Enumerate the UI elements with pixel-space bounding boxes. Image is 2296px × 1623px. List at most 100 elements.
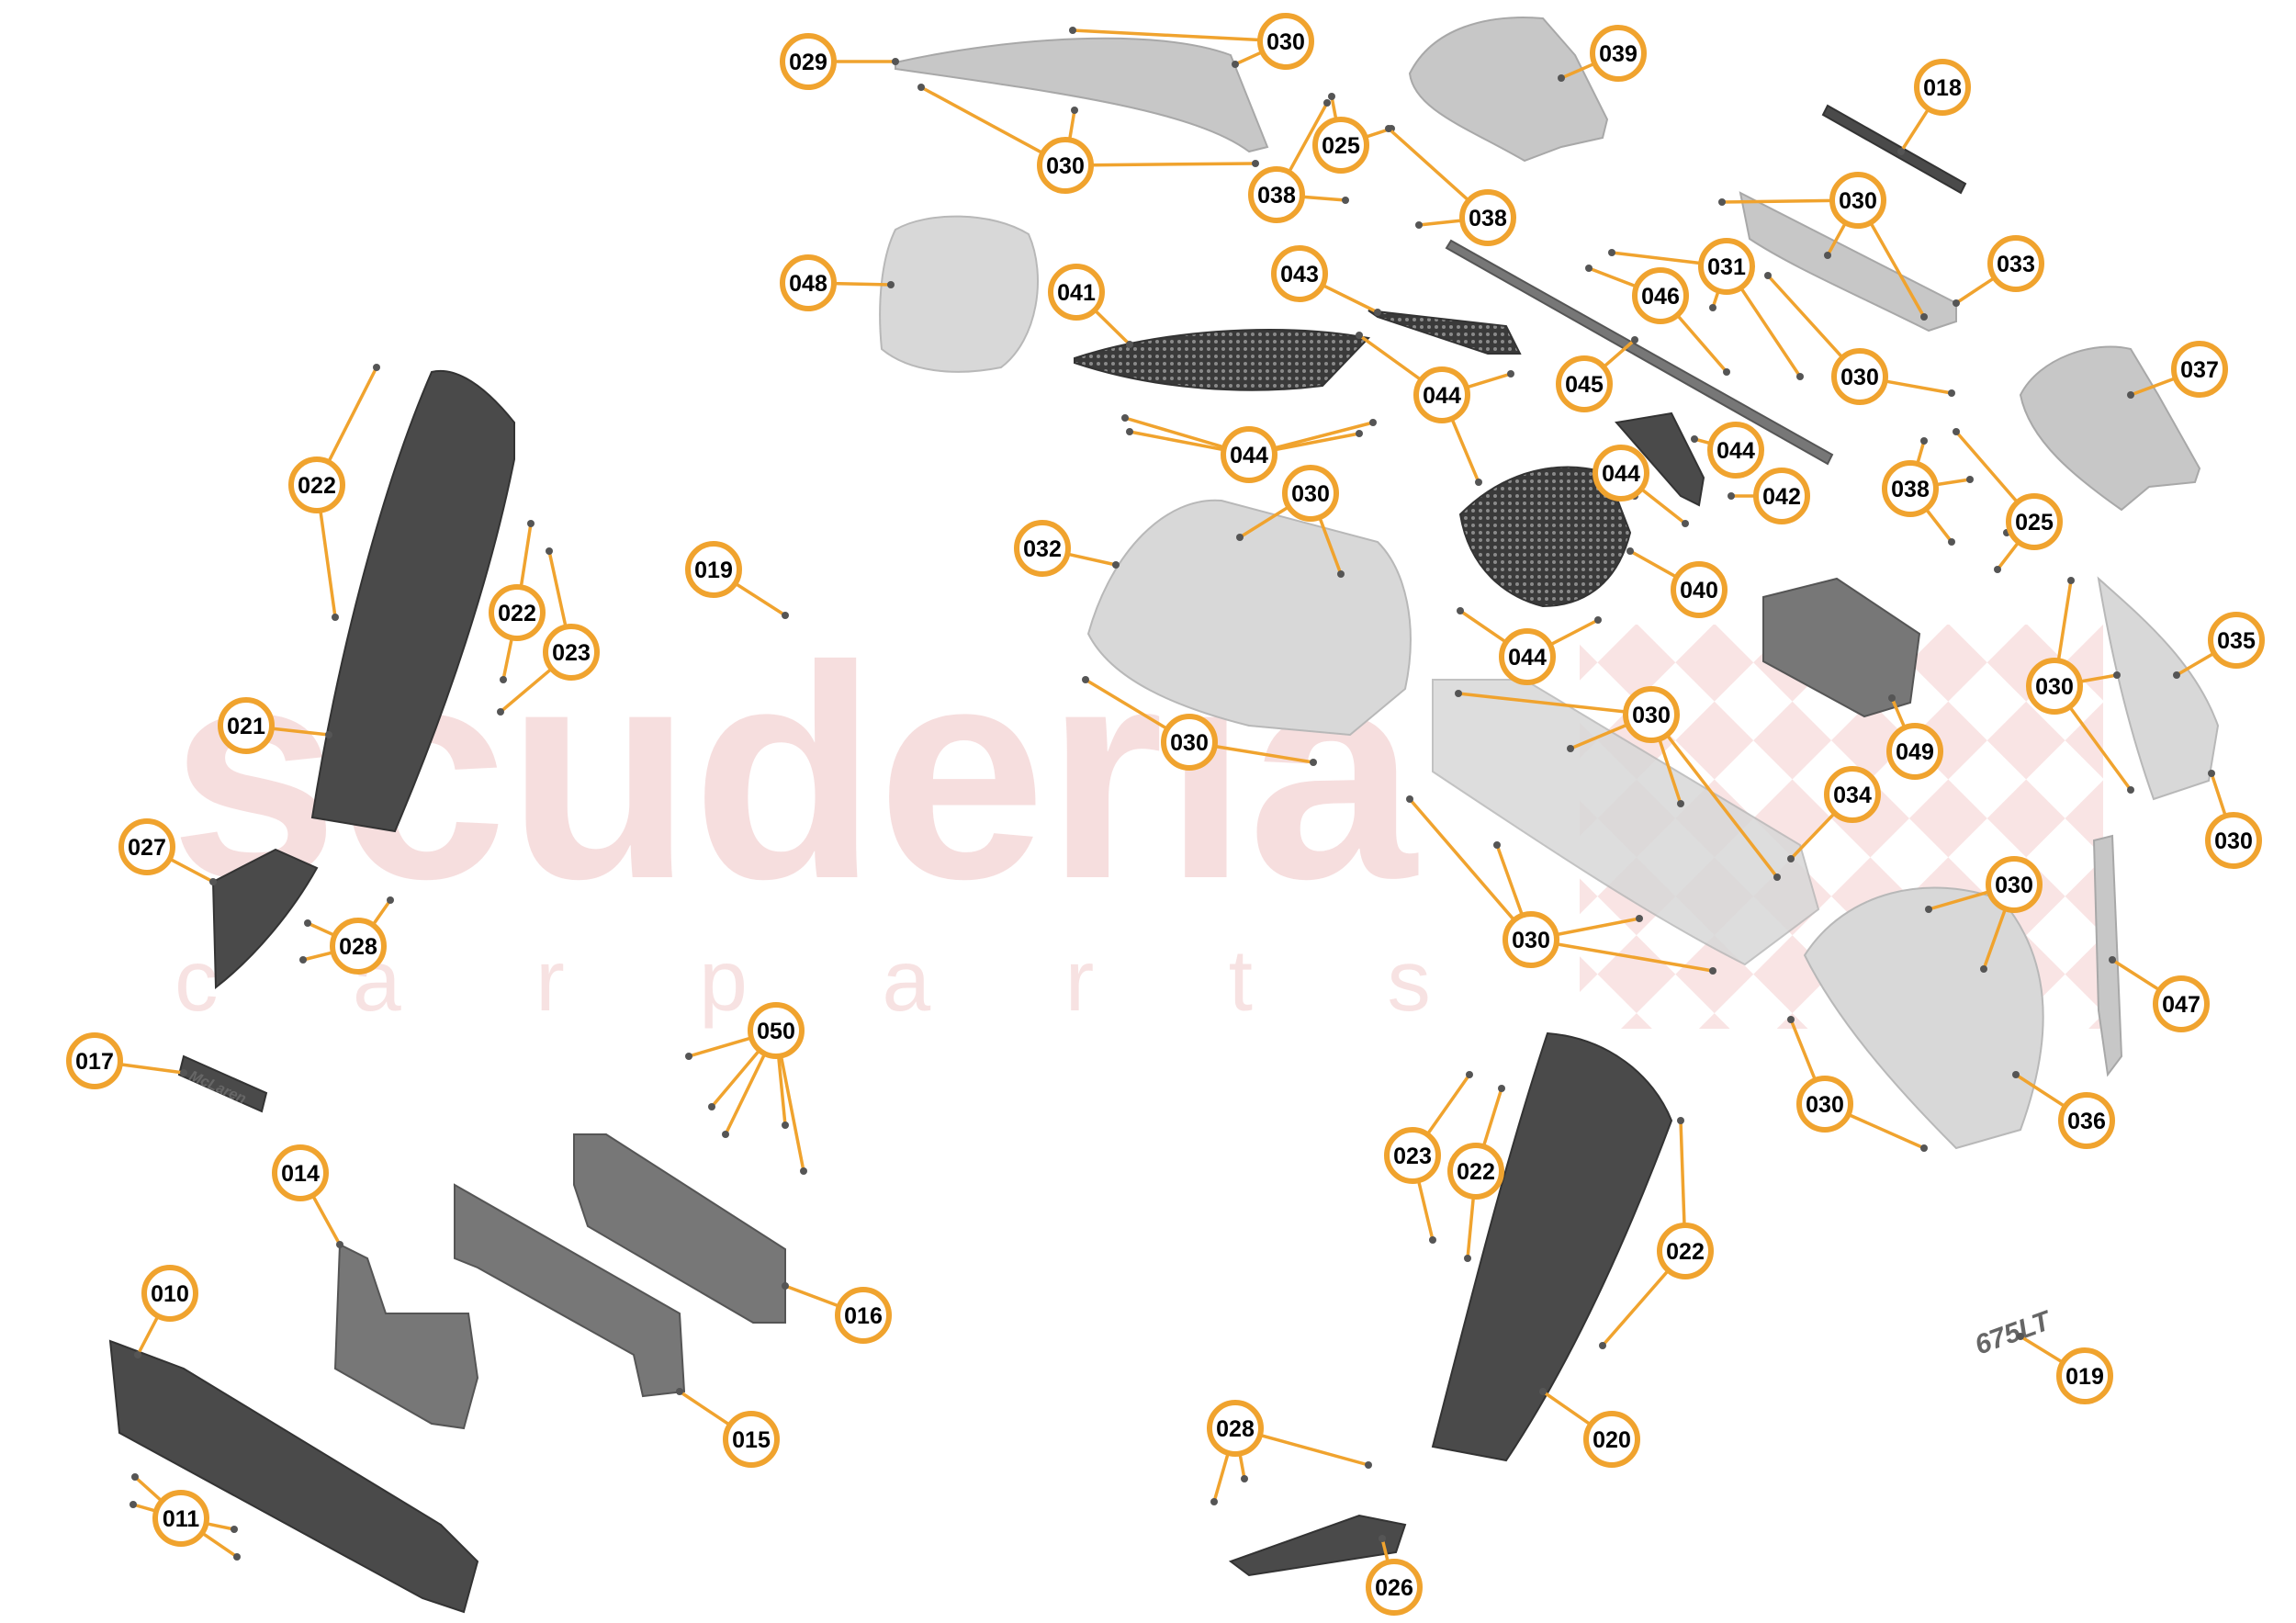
fastener-dot [2208, 770, 2215, 777]
leader-line [499, 667, 553, 714]
fastener-dot [1636, 915, 1643, 922]
fastener-dot [800, 1167, 807, 1175]
callout-circle [152, 1490, 209, 1547]
callout-044: 044 [1593, 445, 1649, 502]
callout-033: 033 [1987, 235, 2044, 292]
fastener-dot [1925, 906, 1932, 913]
leader-line [1238, 1453, 1246, 1480]
leader-line [2020, 1335, 2065, 1364]
callout-036: 036 [2058, 1092, 2115, 1149]
fastener-dot [129, 1501, 137, 1508]
leader-line [1274, 432, 1360, 452]
part-045-rod [1445, 239, 1834, 466]
leader-line [1466, 1196, 1476, 1259]
callout-022: 022 [1657, 1223, 1714, 1279]
callout-label: 026 [1375, 1575, 1413, 1601]
leader-line [1072, 28, 1261, 42]
fastener-dot [1069, 27, 1076, 34]
callout-label: 030 [1512, 928, 1550, 953]
leader-line [132, 1503, 157, 1513]
callout-031: 031 [1698, 238, 1755, 295]
callout-label: 039 [1599, 41, 1638, 67]
callout-circle [288, 456, 345, 513]
part-042-bracket [1615, 411, 1705, 507]
callout-circle [780, 254, 837, 311]
fastener-dot [1608, 249, 1615, 256]
leader-line [2079, 673, 2118, 683]
callout-circle [1632, 267, 1689, 324]
callout-042: 042 [1753, 468, 1810, 524]
leader-line [1679, 1120, 1686, 1226]
callout-030: 030 [2205, 812, 2262, 869]
callout-025: 025 [1312, 117, 1369, 174]
callout-circle [1623, 686, 1680, 743]
leader-line [724, 1053, 767, 1135]
fastener-dot [1824, 252, 1831, 259]
leader-line [201, 1531, 238, 1559]
part-036-panel [1803, 886, 2044, 1150]
callout-026: 026 [1366, 1559, 1423, 1616]
fastener-dot [1464, 1255, 1471, 1262]
fastener-dot [134, 1351, 141, 1358]
leader-line [1234, 50, 1264, 66]
callout-label: 028 [1216, 1416, 1255, 1442]
callout-label: 031 [1707, 254, 1746, 280]
leader-line [688, 1036, 752, 1058]
fastener-dot [1888, 694, 1896, 702]
callout-label: 030 [1806, 1092, 1844, 1118]
callout-030: 030 [1829, 172, 1886, 229]
callout-022: 022 [288, 456, 345, 513]
callout-circle [1698, 238, 1755, 295]
part-033-side-trim [1739, 191, 1957, 332]
leader-line [1066, 552, 1117, 567]
callout-circle [1831, 348, 1888, 405]
leader-line [1890, 697, 1907, 728]
callout-label: 022 [298, 473, 336, 499]
callout-circle [2171, 341, 2228, 398]
part-016-bracket [573, 1133, 786, 1324]
callout-label: 037 [2180, 357, 2219, 383]
callout-030: 030 [1986, 856, 2043, 913]
callout-label: 020 [1593, 1427, 1631, 1453]
callout-label: 035 [2217, 628, 2256, 654]
leader-line [1847, 1112, 1925, 1150]
fastener-dot [387, 896, 394, 904]
callout-030: 030 [1796, 1076, 1853, 1133]
leader-line [1560, 62, 1596, 80]
leader-line [1658, 738, 1683, 805]
callout-label: 030 [2035, 674, 2074, 700]
callout-circle [1882, 460, 1939, 517]
leader-line [1639, 487, 1687, 525]
fastener-dot [1558, 74, 1565, 82]
leader-line [2176, 651, 2215, 677]
callout-circle [1161, 714, 1218, 771]
fastener-dot [1626, 547, 1634, 555]
fastener-dot [131, 1473, 139, 1481]
callout-circle [1271, 245, 1328, 302]
leader-line [1955, 276, 1996, 305]
callout-circle [780, 33, 837, 90]
leader-line [1067, 109, 1076, 141]
callout-circle [1986, 856, 2043, 913]
callout-label: 044 [1230, 443, 1268, 468]
fastener-dot [527, 520, 535, 527]
callout-circle [118, 818, 175, 875]
callout-030: 030 [1282, 465, 1339, 522]
leader-line [1459, 609, 1507, 644]
fastener-dot [1466, 1071, 1473, 1078]
callout-label: 011 [163, 1506, 199, 1532]
leader-line [679, 1390, 731, 1426]
fastener-dot [1677, 800, 1684, 807]
callout-circle [1503, 911, 1559, 968]
leader-line [1093, 309, 1131, 346]
callout-label: 032 [1023, 536, 1062, 562]
callout-label: 016 [844, 1303, 883, 1329]
leader-line [1330, 96, 1338, 120]
fastener-dot [1126, 428, 1133, 435]
callout-027: 027 [118, 818, 175, 875]
callout-circle [1248, 166, 1305, 223]
part-041-grille [1074, 329, 1371, 391]
leader-line [1556, 917, 1640, 937]
fastener-dot [1342, 197, 1349, 204]
callout-circle [1583, 1411, 1640, 1468]
